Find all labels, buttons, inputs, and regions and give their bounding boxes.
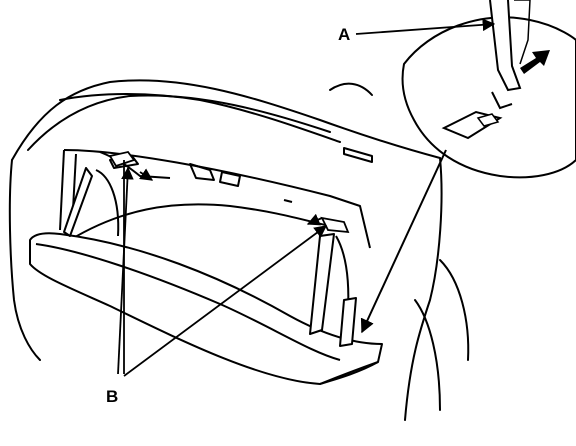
release-arrows <box>139 168 323 226</box>
dashboard-outline <box>8 79 470 421</box>
push-arrow <box>520 50 550 74</box>
glovebox-door <box>29 167 383 385</box>
label-b: B <box>106 387 118 406</box>
detail-circle <box>401 0 576 179</box>
label-a: A <box>338 25 350 44</box>
detail-leader <box>360 149 447 334</box>
label-leaders <box>117 18 496 377</box>
glovebox-opening <box>59 149 371 249</box>
